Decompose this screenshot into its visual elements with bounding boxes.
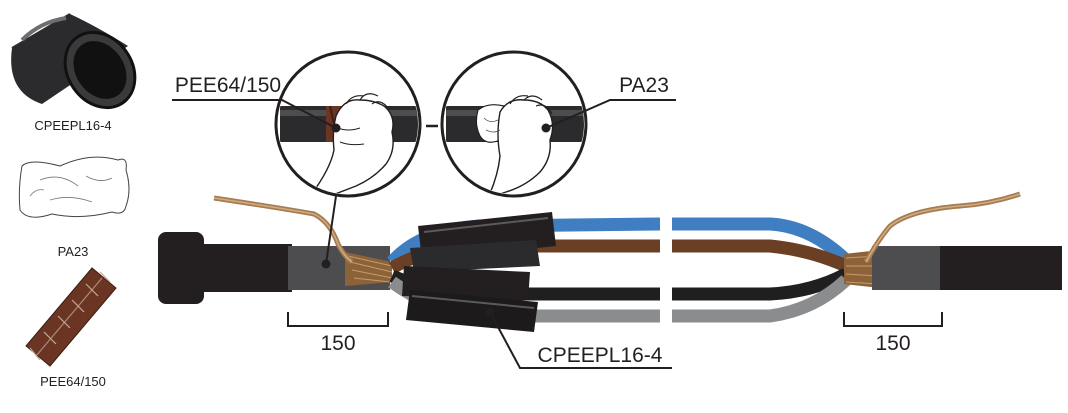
right-cable-outer (940, 246, 1062, 290)
left-dimension-bracket (287, 312, 389, 327)
sleeve-3 (402, 266, 530, 300)
wipe-callout-leader (545, 99, 676, 129)
right-brown-core (672, 239, 849, 272)
left-dimension-label: 150 (320, 332, 355, 355)
sleeve-callout-label: CPEEPL16-4 (538, 344, 663, 367)
right-dimension-label: 150 (875, 332, 910, 355)
right-cable-sheath (872, 246, 942, 290)
tape-legend-icon (25, 267, 117, 367)
wipe-legend-label: PA23 (58, 244, 89, 259)
tape-callout-label: PEE64/150 (175, 74, 281, 97)
tube-legend-label: CPEEPL16-4 (34, 118, 111, 133)
detail-to-cable-leader (325, 195, 337, 265)
left-copper-screen (345, 252, 393, 286)
tape-detail-circle (274, 50, 422, 198)
sleeve-callout-leader (489, 311, 672, 369)
right-gray-core (672, 275, 851, 323)
core-sleeves (402, 212, 556, 332)
tape-callout-leader (172, 99, 337, 129)
right-black-core (672, 268, 850, 301)
sleeve-4 (406, 290, 538, 332)
tape-legend-label: PEE64/150 (40, 374, 106, 389)
wipe-detail-circle (440, 50, 588, 198)
right-blue-core (672, 217, 851, 265)
left-cable-end-cap (158, 232, 292, 304)
wipe-legend-icon (18, 156, 130, 218)
tube-legend-icon (11, 13, 137, 110)
wipe-callout-label: PA23 (619, 74, 669, 97)
sleeve-2 (410, 240, 540, 272)
right-dimension-bracket (843, 312, 943, 327)
right-copper-screen (844, 250, 880, 288)
